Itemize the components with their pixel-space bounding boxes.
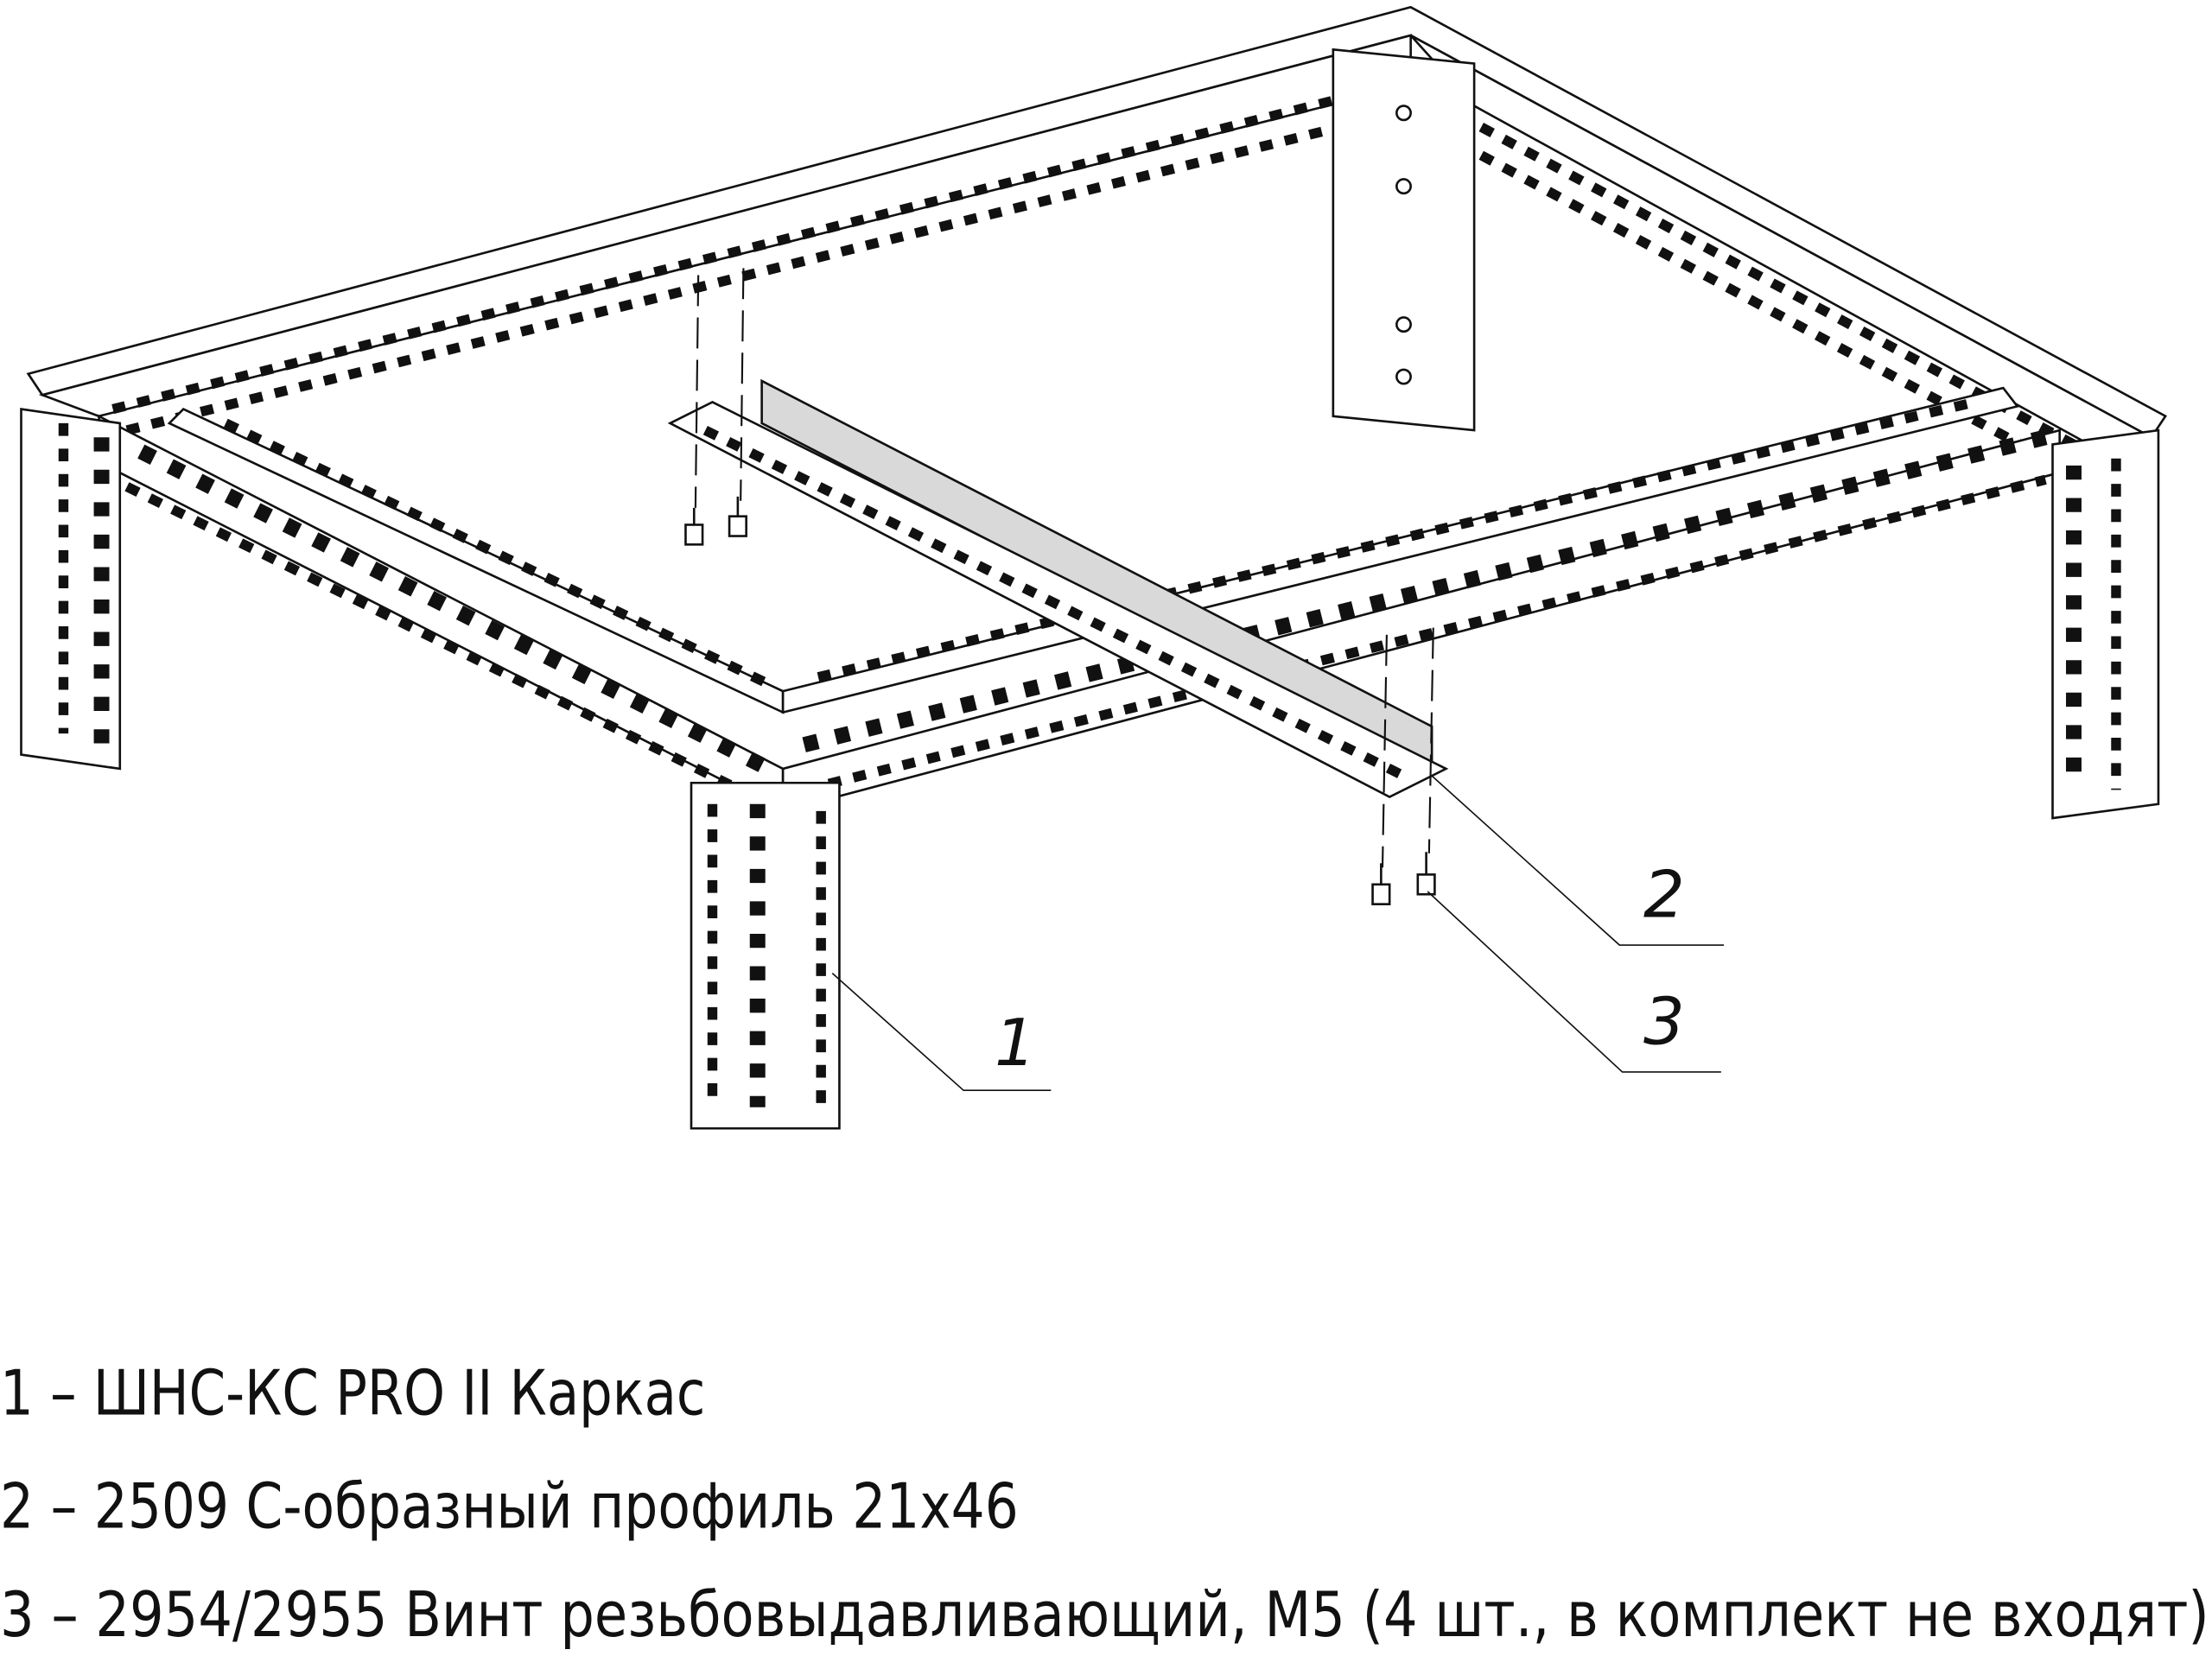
screw-icon [684, 507, 704, 546]
frame-rear-left-rail [38, 34, 1412, 418]
callout-label: 1 [995, 1005, 1036, 1081]
callout-1: 1 [831, 973, 1052, 1091]
c-profile-2509 [667, 378, 1449, 799]
callout-label: 2 [1643, 856, 1685, 932]
callout-label: 3 [1643, 983, 1685, 1059]
screw-icon [728, 496, 747, 537]
parts-legend: 1 – ШНС-КС PRO II Каркас 2 – 2509 С-обра… [0, 1357, 2209, 1651]
frame-rear-right-rail [1409, 34, 2155, 453]
frame-leg-front [690, 781, 841, 1130]
screws [684, 268, 1436, 905]
screw-icon [1371, 863, 1391, 905]
frame-leg-rear [1332, 48, 1476, 432]
frame-front-left-rail [97, 414, 785, 814]
legend-item: 3 – 2954/2955 Винт резьбовыдавливающий, … [0, 1578, 2209, 1651]
cabinet-frame [20, 5, 2168, 1130]
legend-item: 2 – 2509 С-образный профиль 21x46 [0, 1469, 1019, 1542]
callout-3: 3 [1427, 891, 1721, 1073]
callout-2: 2 [1431, 775, 1725, 946]
screw-icon [1416, 852, 1436, 896]
frame-leg-left [20, 408, 122, 771]
legend-item: 1 – ШНС-КС PRO II Каркас [0, 1357, 705, 1430]
frame-leg-right [2051, 428, 2160, 820]
